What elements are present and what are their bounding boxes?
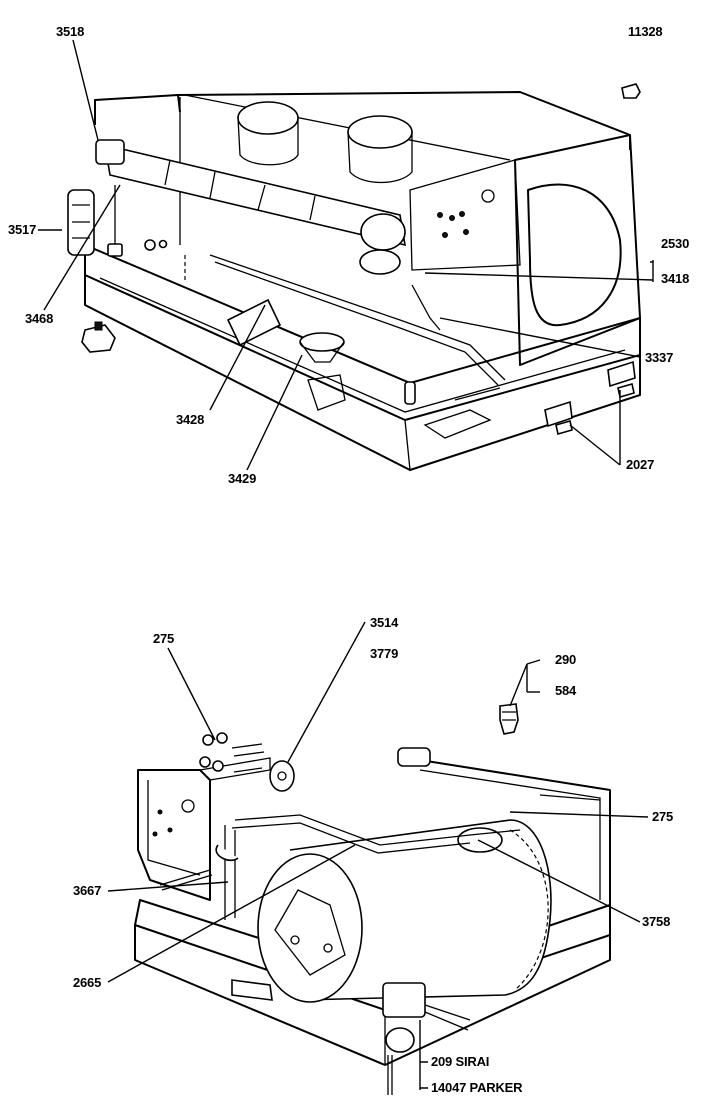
callout-14047-parker: 14047 PARKER xyxy=(431,1080,523,1095)
top-assembly xyxy=(67,83,641,471)
callout-275-upper: 275 xyxy=(153,631,175,646)
callout-3428: 3428 xyxy=(176,412,205,427)
callout-2530: 2530 xyxy=(661,236,690,251)
bottom-assembly xyxy=(134,703,611,1095)
callout-3517: 3517 xyxy=(8,222,37,237)
leader-lines xyxy=(38,39,654,1090)
callout-3518: 3518 xyxy=(56,24,85,39)
callout-209-sirai: 209 SIRAI xyxy=(431,1054,490,1069)
callout-11328: 11328 xyxy=(628,24,663,39)
callout-3468: 3468 xyxy=(25,311,54,326)
callout-290: 290 xyxy=(555,652,577,667)
callout-3758: 3758 xyxy=(642,914,671,929)
callout-584: 584 xyxy=(555,683,577,698)
callout-2027: 2027 xyxy=(626,457,655,472)
callout-3667: 3667 xyxy=(73,883,102,898)
callout-2665: 2665 xyxy=(73,975,102,990)
callout-275-right: 275 xyxy=(652,809,674,824)
callout-3337: 3337 xyxy=(645,350,674,365)
callout-3779: 3779 xyxy=(370,646,399,661)
callout-3418: 3418 xyxy=(661,271,690,286)
callout-3429: 3429 xyxy=(228,471,257,486)
callout-3514: 3514 xyxy=(370,615,399,630)
